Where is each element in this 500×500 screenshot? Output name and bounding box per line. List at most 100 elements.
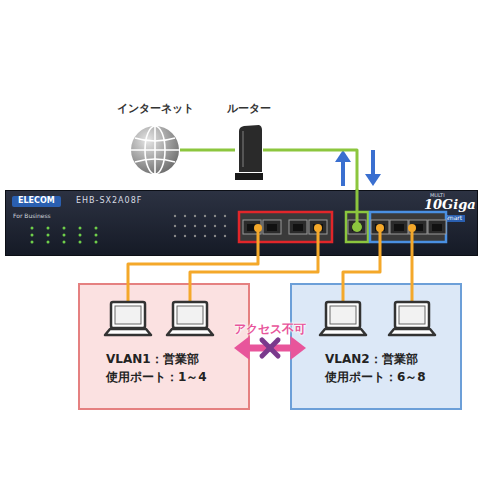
parallel [135,138,175,141]
led [214,225,216,227]
node-text: For Business [13,213,51,220]
node-text: VLAN2：営業部 [325,353,418,366]
arrow-head [290,336,306,360]
node-text: 10Giga [424,198,476,212]
led [31,227,34,230]
led [63,234,66,237]
port [409,220,427,234]
led [79,241,82,244]
lan-cable [412,256,413,283]
port [263,220,281,234]
led [63,227,66,230]
node-text: ルーター [227,103,271,115]
node-text: VLAN1：営業部 [106,353,199,366]
uplink-stub [356,189,359,224]
router-edge [242,131,244,167]
led [204,235,206,237]
led [184,225,186,227]
connector-line [190,256,318,283]
globe-grid [131,126,179,174]
edge-label: アクセス不可 [234,323,306,336]
port [428,220,446,234]
port [390,220,408,234]
led [63,241,66,244]
led [224,225,226,227]
arrow-head [365,174,381,186]
cable-stub [411,283,414,302]
vlan-group: VLAN1：営業部使用ポート：1～4 [78,283,250,410]
vlan2-port-frame [370,212,446,242]
network-cable [263,150,357,190]
led [174,235,176,237]
led [194,215,196,217]
port [371,220,389,234]
node-text: インターネット [117,103,194,115]
port-dot [408,224,416,232]
led [184,215,186,217]
parallel [131,149,179,151]
lan-cable [128,256,258,283]
router-symbol [235,125,263,180]
led [194,235,196,237]
internet-globe: インターネット [130,125,180,175]
node-text: 使用ポート：1～4 [106,371,207,384]
cable-stub [317,230,320,256]
laptop [105,302,151,335]
led [47,234,50,237]
node-text: ELECOM [12,196,61,207]
connector-line [246,345,294,352]
cable-stub [257,230,260,256]
cross-stroke [262,340,278,356]
connector-line [263,150,357,190]
cable-stub [342,283,345,302]
led [214,215,216,217]
led [194,225,196,227]
laptop [389,302,435,335]
uplink-port-frame [346,212,368,242]
led [224,235,226,237]
traffic-arrows [335,150,381,186]
led [95,227,98,230]
led [204,215,206,217]
arrow-head [335,150,351,162]
port-dot [314,224,322,232]
lan-cable [190,256,318,283]
connector-line [343,256,380,283]
connector-line [128,256,258,283]
cross-stroke [262,340,278,356]
connector-line [180,149,235,152]
cable-stub [411,230,414,256]
lan-cable [343,256,380,283]
port-leds [174,215,226,237]
led [214,235,216,237]
laptop [320,302,366,335]
arrow-head [234,336,250,360]
network-switch: ELECOMFor BusinessEHB-SX2A08FMULTI10Giga… [5,190,478,256]
led [79,234,82,237]
node-text: Web Smart [426,215,465,222]
arrow-shaft [341,160,345,186]
led [224,215,226,217]
port-dot [254,224,262,232]
connector-line [411,256,414,283]
laptop [167,302,213,335]
cross-mark [262,340,278,356]
led [174,215,176,217]
router-device: ルーター [235,125,263,180]
led [95,241,98,244]
status-leds [31,227,98,244]
parallel [135,159,175,162]
cable-stub [379,230,382,256]
router-body [239,125,262,172]
vlan1-port-frame [239,212,332,242]
led [184,235,186,237]
network-cable [180,150,235,151]
cable-stubs [128,230,412,302]
led [204,225,206,227]
access-denied-arrow [234,336,306,360]
port-dot [352,222,362,232]
node-text: EHB-SX2A08F [76,197,142,206]
